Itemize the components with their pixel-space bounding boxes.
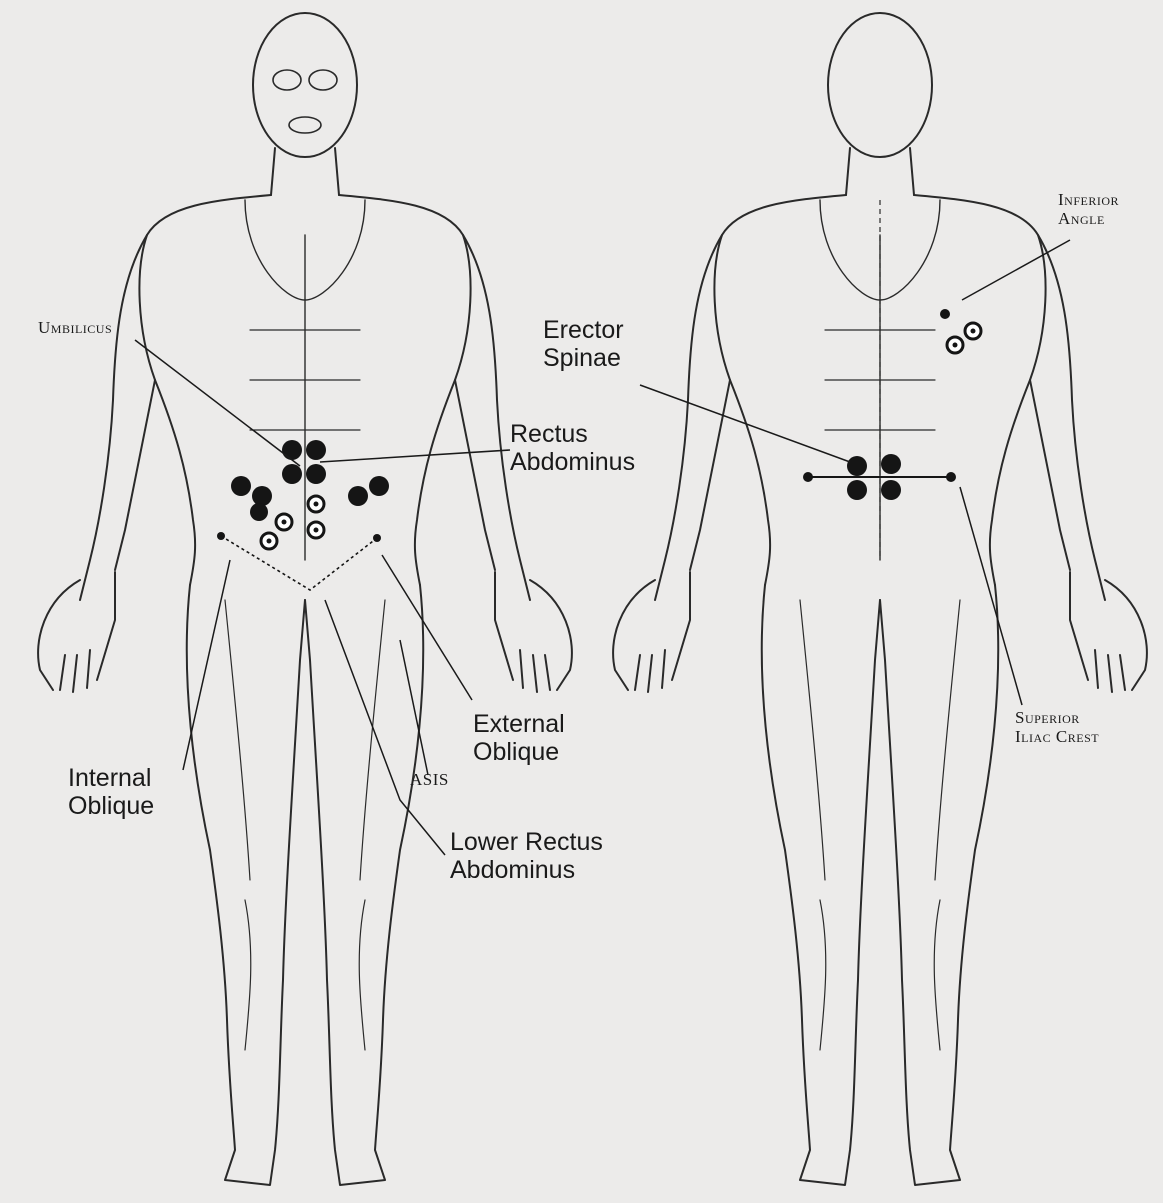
umbilicus-text: Umbilicus — [38, 318, 112, 337]
lower-rectus-line-1: Lower Rectus — [450, 828, 603, 856]
back-ring-electrodes — [947, 323, 981, 353]
umbilicus-label: Umbilicus — [38, 318, 112, 337]
back-figure — [613, 13, 1147, 1185]
lower-rectus-line-2: Abdominus — [450, 856, 603, 884]
rectus-line-1: Rectus — [510, 420, 635, 448]
superior-line-1: Superior — [1015, 708, 1099, 727]
internal-oblique-label: Internal Oblique — [68, 764, 154, 820]
asis-text: ASIS — [410, 770, 449, 789]
external-line-2: Oblique — [473, 738, 565, 766]
asis-label: ASIS — [410, 770, 449, 789]
internal-line-2: Oblique — [68, 792, 154, 820]
internal-line-1: Internal — [68, 764, 154, 792]
external-line-1: External — [473, 710, 565, 738]
front-figure — [38, 13, 572, 1185]
superior-iliac-crest-label: Superior Iliac Crest — [1015, 708, 1099, 746]
asis-line — [221, 536, 377, 590]
rectus-line-2: Abdominus — [510, 448, 635, 476]
inferior-angle-label: Inferior Angle — [1058, 190, 1119, 228]
rectus-abdominus-label: Rectus Abdominus — [510, 420, 635, 476]
front-electrodes — [217, 440, 389, 542]
external-oblique-label: External Oblique — [473, 710, 565, 766]
erector-spinae-label: Erector Spinae — [543, 316, 624, 372]
lower-rectus-label: Lower Rectus Abdominus — [450, 828, 603, 884]
inferior-line-2: Angle — [1058, 209, 1119, 228]
inferior-line-1: Inferior — [1058, 190, 1119, 209]
erector-line-1: Erector — [543, 316, 624, 344]
superior-line-2: Iliac Crest — [1015, 727, 1099, 746]
erector-line-2: Spinae — [543, 344, 624, 372]
